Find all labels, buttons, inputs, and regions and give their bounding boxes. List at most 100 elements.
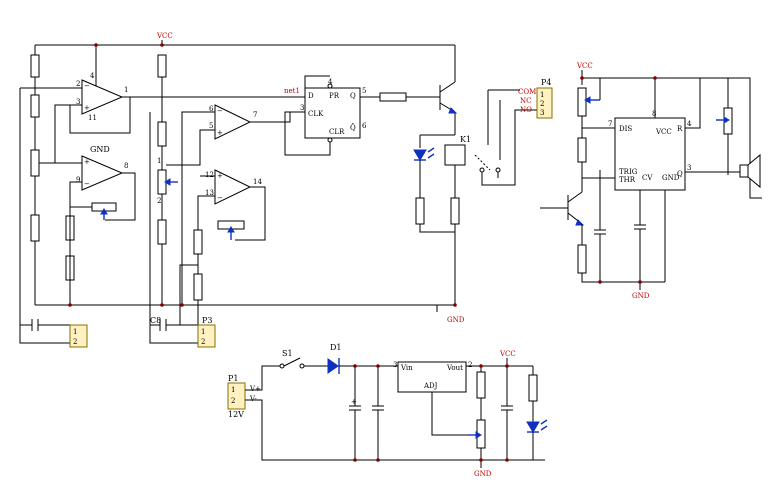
- svg-text:3: 3: [687, 164, 691, 172]
- svg-text:−: −: [217, 107, 223, 115]
- d1-label: D1: [330, 343, 342, 352]
- svg-text:3: 3: [393, 361, 397, 369]
- svg-text:D: D: [308, 92, 314, 100]
- svg-text:GND: GND: [662, 174, 680, 182]
- opamp-plus-sign: +: [84, 104, 90, 112]
- svg-text:1: 1: [201, 328, 205, 336]
- svg-text:V+: V+: [249, 385, 261, 393]
- p4-connector: [536, 87, 553, 119]
- svg-text:4: 4: [90, 72, 95, 80]
- speaker-icon: [739, 164, 749, 178]
- resistor: [193, 273, 203, 301]
- gnd-label: GND: [474, 470, 492, 478]
- svg-text:TRIG: TRIG: [619, 168, 638, 176]
- led-icon: [413, 149, 427, 161]
- svg-text:2: 2: [231, 397, 235, 405]
- resistor: [157, 219, 167, 245]
- svg-text:Q: Q: [350, 92, 356, 100]
- svg-text:R: R: [677, 125, 683, 133]
- vcc-label: VCC: [576, 62, 593, 70]
- svg-text:9: 9: [76, 176, 80, 184]
- svg-text:2: 2: [540, 100, 544, 108]
- gnd-label: GND: [447, 316, 465, 324]
- svg-text:1: 1: [124, 86, 128, 94]
- svg-text:11: 11: [88, 114, 97, 122]
- svg-text:ADJ: ADJ: [423, 382, 438, 390]
- vcc-label: VCC: [499, 350, 516, 358]
- resistor: [157, 121, 167, 147]
- svg-text:12: 12: [205, 171, 214, 179]
- svg-text:14: 14: [253, 178, 262, 186]
- com-label: COM: [518, 88, 536, 96]
- svg-text:3: 3: [300, 104, 304, 112]
- no-label: NO: [520, 106, 532, 114]
- svg-text:4: 4: [328, 78, 333, 86]
- resistor: [415, 197, 425, 225]
- svg-text:5: 5: [209, 122, 213, 130]
- gnd-label: GND: [632, 292, 650, 300]
- svg-text:2: 2: [73, 338, 77, 346]
- d-flipflop: [304, 87, 361, 139]
- header-connector: [69, 324, 88, 348]
- svg-text:+: +: [84, 158, 90, 166]
- gnd-label: GND: [90, 145, 110, 154]
- svg-text:8: 8: [124, 162, 128, 170]
- svg-text:CV: CV: [642, 174, 653, 182]
- svg-text:CLK: CLK: [308, 110, 324, 118]
- svg-text:7: 7: [253, 111, 257, 119]
- svg-text:V-: V-: [249, 395, 257, 403]
- svg-text:13: 13: [205, 189, 214, 197]
- svg-text:Vout: Vout: [446, 364, 463, 372]
- svg-text:3: 3: [76, 98, 80, 106]
- vcc-label: VCC: [156, 32, 173, 40]
- npn-transistor: [567, 191, 583, 225]
- p3-connector: [197, 324, 216, 348]
- svg-text:CLR: CLR: [329, 128, 345, 136]
- potentiometer: [30, 149, 40, 177]
- svg-text:2: 2: [157, 197, 161, 205]
- svg-text:+: +: [351, 398, 357, 406]
- opamp-3: [214, 104, 252, 140]
- svg-text:6: 6: [209, 105, 214, 113]
- potentiometer: [577, 87, 587, 117]
- p3-label: P3: [202, 316, 212, 325]
- resistor: [450, 197, 460, 225]
- resistor: [577, 244, 587, 274]
- diode-d1: [327, 358, 339, 374]
- opamp-minus-sign: −: [84, 82, 90, 90]
- resistor: [193, 229, 203, 255]
- power-supply-section: P1 1 2 12V V+ V- S1 D1 + Vin Vout ADJ 3 …: [227, 343, 548, 478]
- junctions: [68, 43, 657, 462]
- opamp-section: − + 2 3 4 11 1 + − 9 8 GND 1 2: [19, 44, 455, 348]
- c8-label: C8: [150, 316, 161, 325]
- svg-text:THR: THR: [619, 176, 636, 184]
- opamp-1: [81, 79, 124, 115]
- svg-text:1: 1: [157, 157, 161, 165]
- net1-label: net1: [284, 87, 300, 95]
- svg-text:2: 2: [468, 361, 472, 369]
- resistor: [157, 54, 167, 78]
- timer-555-chip: [614, 117, 686, 191]
- svg-text:+: +: [217, 172, 223, 180]
- npn-transistor: [439, 81, 456, 113]
- resistor: [379, 92, 407, 102]
- svg-text:3: 3: [540, 109, 544, 117]
- svg-text:DIS: DIS: [619, 125, 632, 133]
- p1-label: P1: [228, 374, 238, 383]
- svg-text:−: −: [217, 194, 223, 202]
- svg-text:−: −: [84, 180, 90, 188]
- svg-text:8: 8: [652, 110, 656, 118]
- led-icon: [526, 421, 540, 433]
- opamp-4: [214, 169, 252, 205]
- p1-connector: [227, 382, 246, 410]
- resistor: [528, 374, 538, 402]
- p4-label: P4: [541, 78, 551, 87]
- svg-text:1: 1: [231, 386, 235, 394]
- svg-text:4: 4: [687, 120, 692, 128]
- svg-text:7: 7: [608, 120, 612, 128]
- svg-text:+: +: [217, 129, 223, 137]
- svg-text:Q̄: Q̄: [350, 123, 356, 132]
- svg-text:Q: Q: [677, 170, 683, 178]
- svg-text:6: 6: [362, 122, 367, 130]
